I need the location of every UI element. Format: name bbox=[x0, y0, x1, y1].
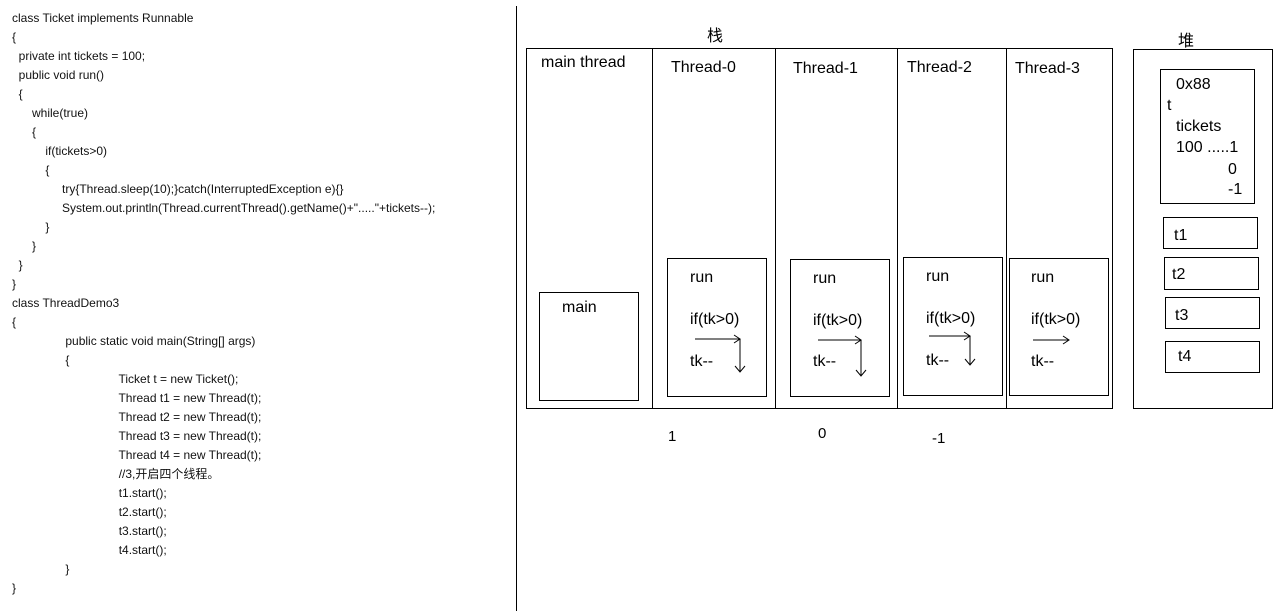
code-line: } bbox=[12, 220, 50, 234]
object-address: 0x88 bbox=[1176, 76, 1211, 93]
column-divider bbox=[1006, 48, 1007, 409]
code-line: { bbox=[12, 30, 17, 44]
code-line: Thread t3 = new Thread(t); bbox=[12, 429, 262, 443]
condition-label: if(tk>0) bbox=[1031, 311, 1081, 328]
decrement-label: tk-- bbox=[926, 352, 950, 369]
code-line: { bbox=[12, 353, 70, 367]
code-line: t4.start(); bbox=[12, 543, 167, 557]
code-line: } bbox=[12, 239, 37, 253]
code-line: { bbox=[12, 125, 37, 139]
heap-frame bbox=[1133, 49, 1273, 409]
code-line: //3,开启四个线程。 bbox=[12, 467, 220, 481]
code-line: t1.start(); bbox=[12, 486, 167, 500]
object-value-neg1: -1 bbox=[1228, 181, 1243, 198]
heap-thread-label: t4 bbox=[1178, 348, 1192, 365]
code-line: } bbox=[12, 277, 17, 291]
decrement-label: tk-- bbox=[813, 353, 837, 370]
heap-label: 堆 bbox=[1178, 33, 1195, 50]
condition-label: if(tk>0) bbox=[926, 310, 976, 327]
run-label: run bbox=[926, 268, 950, 285]
run-frame-thread-0 bbox=[667, 258, 767, 397]
code-line: private int tickets = 100; bbox=[12, 49, 146, 63]
code-line: class Ticket implements Runnable bbox=[12, 11, 194, 25]
object-field: tickets bbox=[1176, 118, 1222, 135]
code-line: while(true) bbox=[12, 106, 89, 120]
code-line: } bbox=[12, 581, 17, 595]
code-line: { bbox=[12, 315, 17, 329]
object-value-zero: 0 bbox=[1228, 161, 1237, 178]
code-line: Thread t4 = new Thread(t); bbox=[12, 448, 262, 462]
ticket-value-label: 0 bbox=[818, 425, 827, 442]
column-divider bbox=[775, 48, 776, 409]
condition-label: if(tk>0) bbox=[813, 312, 863, 329]
code-line: { bbox=[12, 163, 50, 177]
code-line: public void run() bbox=[12, 68, 105, 82]
code-line: Ticket t = new Ticket(); bbox=[12, 372, 239, 386]
column-header-thread-0: Thread-0 bbox=[671, 59, 736, 76]
object-values: 100 .....1 bbox=[1176, 139, 1239, 156]
ticket-value-label: -1 bbox=[932, 430, 946, 447]
run-label: run bbox=[1031, 269, 1055, 286]
code-line: t3.start(); bbox=[12, 524, 167, 538]
decrement-label: tk-- bbox=[690, 353, 714, 370]
heap-thread-t1 bbox=[1163, 217, 1258, 249]
heap-thread-label: t2 bbox=[1172, 266, 1186, 283]
code-line: Thread t2 = new Thread(t); bbox=[12, 410, 262, 424]
decrement-label: tk-- bbox=[1031, 353, 1055, 370]
code-line: if(tickets>0) bbox=[12, 144, 108, 158]
code-line: } bbox=[12, 258, 23, 272]
heap-thread-t2 bbox=[1164, 257, 1259, 290]
code-line: class ThreadDemo3 bbox=[12, 296, 120, 310]
column-header-thread-1: Thread-1 bbox=[793, 60, 858, 77]
run-label: run bbox=[813, 270, 837, 287]
code-line: t2.start(); bbox=[12, 505, 167, 519]
column-header-thread-3: Thread-3 bbox=[1015, 60, 1080, 77]
ticket-object-box bbox=[1160, 69, 1255, 204]
stack-label: 栈 bbox=[707, 28, 724, 45]
code-line: System.out.println(Thread.currentThread(… bbox=[12, 201, 436, 215]
main-frame-label: main bbox=[562, 299, 597, 316]
heap-thread-label: t3 bbox=[1175, 307, 1189, 324]
vertical-divider bbox=[516, 6, 517, 611]
heap-thread-t3 bbox=[1165, 297, 1260, 329]
main-frame-box bbox=[539, 292, 639, 401]
code-line: } bbox=[12, 562, 70, 576]
object-ref: t bbox=[1167, 97, 1172, 114]
code-line: Thread t1 = new Thread(t); bbox=[12, 391, 262, 405]
heap-thread-label: t1 bbox=[1174, 227, 1188, 244]
run-frame-thread-1 bbox=[790, 259, 890, 397]
code-line: { bbox=[12, 87, 23, 101]
column-header-main-thread: main thread bbox=[541, 54, 626, 71]
column-divider bbox=[652, 48, 653, 409]
code-line: try{Thread.sleep(10);}catch(InterruptedE… bbox=[12, 182, 344, 196]
column-header-thread-2: Thread-2 bbox=[907, 59, 972, 76]
run-frame-thread-2 bbox=[903, 257, 1003, 396]
run-label: run bbox=[690, 269, 714, 286]
condition-label: if(tk>0) bbox=[690, 311, 740, 328]
code-line: public static void main(String[] args) bbox=[12, 334, 256, 348]
stack-frame bbox=[526, 48, 1113, 409]
ticket-value-label: 1 bbox=[668, 428, 677, 445]
heap-thread-t4 bbox=[1165, 341, 1260, 373]
column-divider bbox=[897, 48, 898, 409]
run-frame-thread-3 bbox=[1009, 258, 1109, 396]
